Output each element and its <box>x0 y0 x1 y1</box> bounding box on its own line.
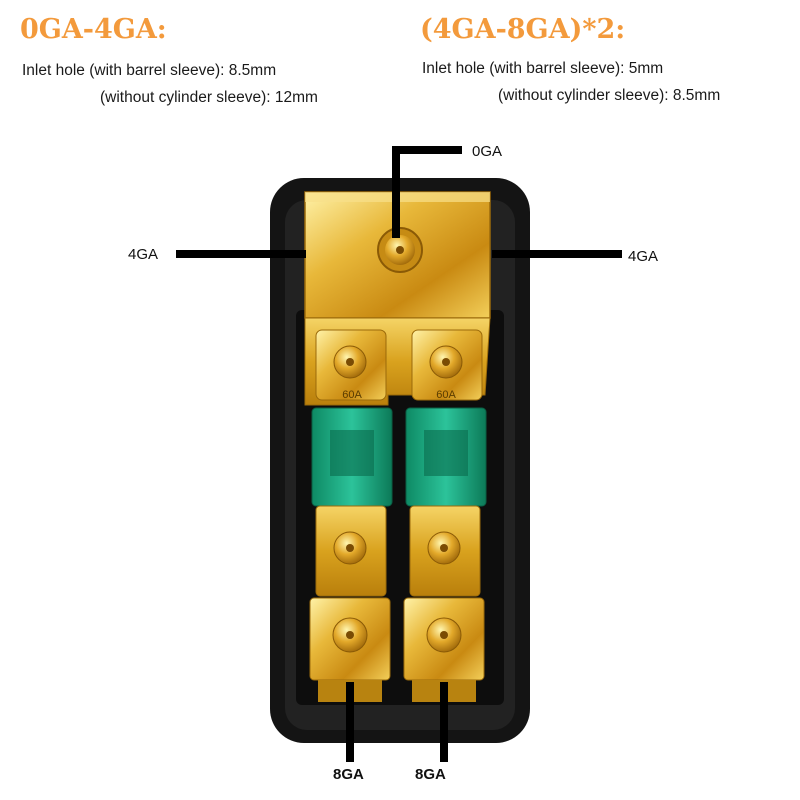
right-label: 4GA <box>628 248 659 265</box>
top-callout-line-vertical <box>392 146 400 238</box>
left-fuse-marking: 60A <box>342 389 362 401</box>
top-callout-line-horizontal <box>392 146 462 154</box>
left-callout-line <box>176 250 306 258</box>
right-callout-line <box>492 250 622 258</box>
right-spec-line1: Inlet hole (with barrel sleeve): 5mm <box>422 60 664 77</box>
right-fuse-marking: 60A <box>436 389 456 401</box>
right-spec-title: (4GA-8GA)*2: <box>420 14 626 45</box>
left-spec-title: 0GA-4GA: <box>20 14 167 45</box>
right-spec-line2: (without cylinder sleeve): 8.5mm <box>498 87 721 104</box>
top-label: 0GA <box>472 143 503 160</box>
left-spec-line1: Inlet hole (with barrel sleeve): 8.5mm <box>22 62 277 79</box>
left-label: 4GA <box>128 246 159 263</box>
bottom-right-callout-line <box>440 682 448 762</box>
bottom-left-callout-line <box>346 682 354 762</box>
bottom-left-label: 8GA <box>333 766 364 783</box>
bottom-right-label: 8GA <box>415 766 446 783</box>
left-spec-line2: (without cylinder sleeve): 12mm <box>100 89 318 106</box>
